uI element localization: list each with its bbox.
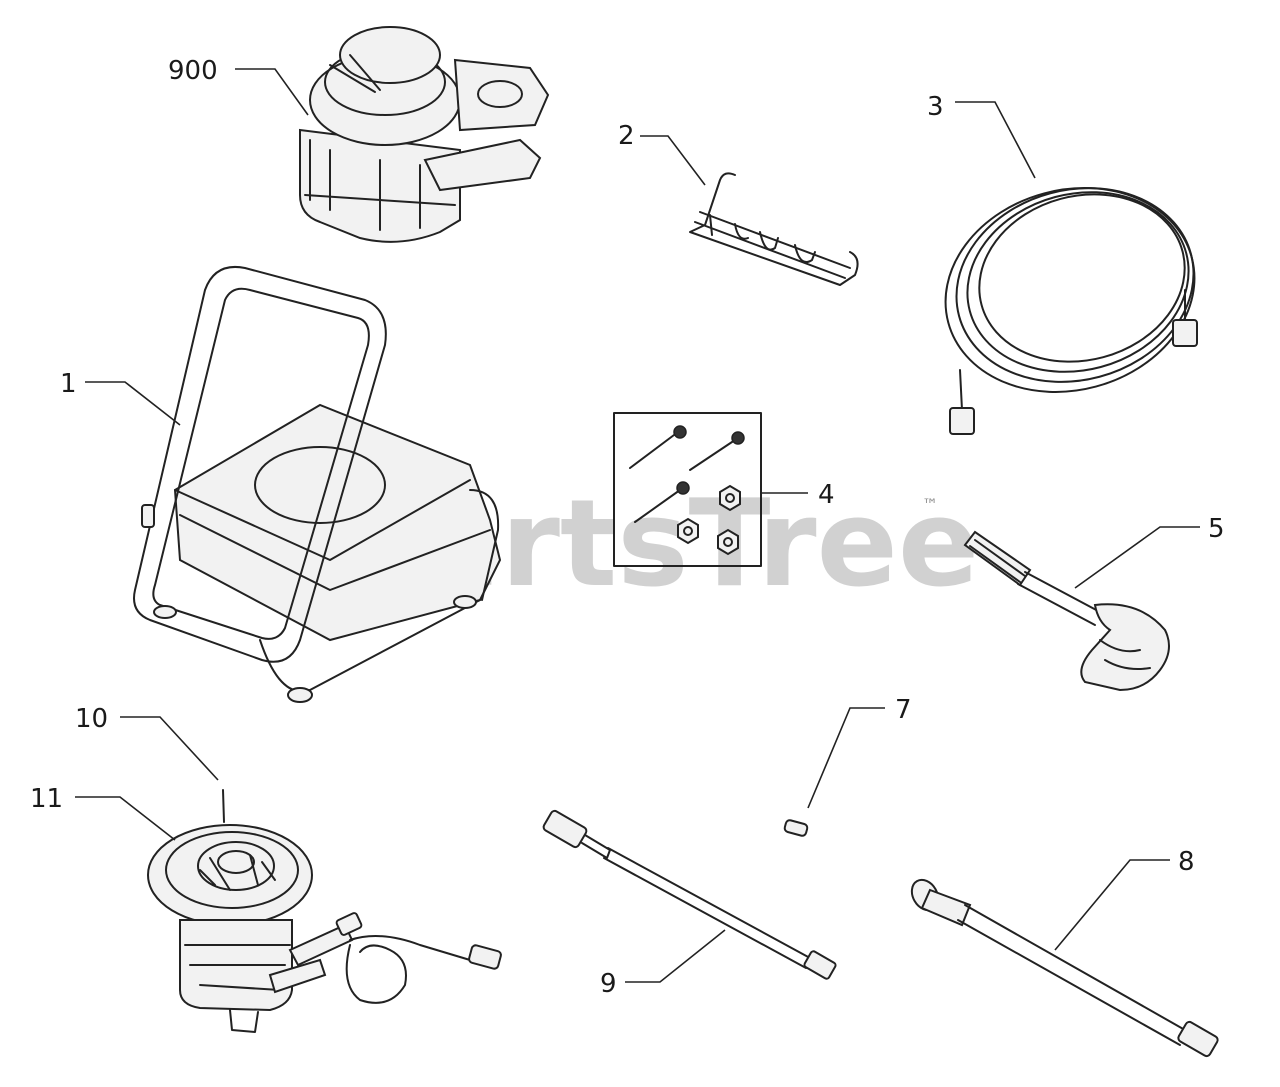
callout-900: 900: [168, 56, 309, 116]
callout-11: 11: [30, 784, 176, 841]
callout-5-label: 5: [1208, 514, 1225, 544]
callout-3: 3: [927, 92, 1036, 179]
callout-3-label: 3: [927, 92, 944, 122]
callout-900-label: 900: [168, 56, 218, 86]
part-frame[interactable]: [133, 266, 502, 703]
callout-8-label: 8: [1178, 847, 1195, 877]
callout-2: 2: [618, 121, 706, 186]
callout-2-label: 2: [618, 121, 635, 151]
callout-10: 10: [75, 704, 219, 781]
part-high-pressure-hose[interactable]: [922, 161, 1217, 435]
part-engine[interactable]: [299, 26, 550, 243]
part-hose-bracket[interactable]: [689, 172, 859, 286]
callout-9: 9: [600, 929, 726, 999]
callout-4-label: 4: [818, 480, 835, 510]
callout-4: 4: [762, 480, 835, 510]
callout-11-label: 11: [30, 784, 63, 814]
callout-1: 1: [60, 369, 181, 426]
part-spray-wand[interactable]: [542, 809, 837, 980]
callout-9-label: 9: [600, 969, 617, 999]
callout-1-label: 1: [60, 369, 77, 399]
callout-5: 5: [1074, 514, 1225, 589]
part-pin[interactable]: [222, 789, 225, 823]
callout-7-label: 7: [895, 695, 912, 725]
part-hardware-kit[interactable]: [613, 412, 762, 567]
part-nozzle-tip[interactable]: [783, 819, 809, 837]
callout-7: 7: [807, 695, 912, 809]
part-wand-extension[interactable]: [907, 875, 1219, 1058]
part-spray-gun[interactable]: [963, 530, 1170, 692]
callout-10-label: 10: [75, 704, 108, 734]
callout-8: 8: [1054, 847, 1195, 951]
watermark-trademark: ™: [922, 495, 938, 514]
part-pump[interactable]: [147, 824, 502, 1033]
